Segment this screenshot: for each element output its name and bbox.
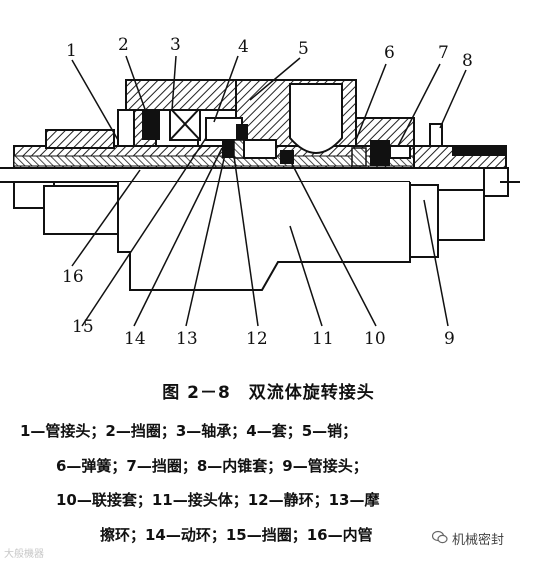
leader-6	[355, 63, 387, 141]
legend-line-2: 6—弹簧；7—挡圈；8—内锥套；9—管接头；	[56, 457, 368, 475]
part-number-8: 8	[462, 51, 473, 71]
leader-9	[423, 199, 449, 327]
part-number-4: 4	[238, 37, 249, 57]
watermark-right: 机械密封	[452, 533, 505, 548]
leader-5	[249, 57, 301, 101]
leader-10	[289, 159, 377, 327]
pipe-joint-right-flange	[437, 189, 485, 241]
leader-7	[397, 63, 441, 147]
sleeve-4-dark	[236, 124, 248, 140]
part-number-3: 3	[170, 35, 181, 55]
wechat-icon	[432, 530, 448, 544]
rotary-joint-drawing: 1 2 3 4 5 6 7 8 9 10 11 12 13 14 15 16	[0, 35, 520, 349]
part-number-14: 14	[124, 329, 146, 349]
bearing-3-cross-b	[169, 107, 201, 141]
watermark-left: 大般機器	[4, 549, 44, 560]
part-number-6: 6	[384, 43, 395, 63]
pipe-joint-collar	[45, 129, 115, 149]
part-number-13: 13	[176, 329, 198, 349]
part-number-9: 9	[444, 329, 455, 349]
part-number-7: 7	[438, 43, 449, 63]
leader-1	[71, 59, 119, 141]
leader-8	[439, 69, 467, 129]
joint-body	[117, 182, 411, 291]
part-number-15: 15	[72, 317, 94, 337]
leader-2	[125, 55, 147, 113]
part-number-5: 5	[298, 39, 309, 59]
part-number-11: 11	[312, 329, 334, 349]
leader-12	[233, 155, 259, 327]
figure-title: 图 2－8 双流体旋转接头	[162, 383, 375, 403]
seal-ring-13	[233, 139, 245, 159]
pipe-joint-right	[409, 184, 439, 258]
leader-13	[185, 149, 227, 327]
legend-line-1: 1—管接头；2—挡圈；3—轴承；4—套；5—销；	[20, 422, 358, 440]
part-number-16: 16	[62, 267, 84, 287]
part-number-1: 1	[66, 41, 77, 61]
leader-3	[171, 55, 177, 111]
retaining-ring-7	[389, 145, 411, 159]
bearing-3-black	[142, 108, 160, 140]
leader-15	[81, 137, 207, 327]
leader-4	[213, 55, 239, 123]
leader-16	[71, 169, 141, 267]
part-number-10: 10	[364, 329, 386, 349]
legend-line-3: 10—联接套；11—接头体；12—静环；13—摩	[56, 491, 380, 509]
pin-5-cavity	[289, 83, 343, 154]
leader-11	[289, 225, 323, 327]
part-number-12: 12	[246, 329, 268, 349]
spring-6-inner	[351, 147, 367, 167]
leader-14	[133, 147, 223, 327]
seal-ring-12	[243, 139, 277, 159]
pipe-joint-left-flange	[43, 185, 119, 235]
o-ring-dark-a	[280, 150, 294, 164]
legend-line-4: 擦环；14—动环；15—挡圈；16—内管	[100, 526, 373, 544]
spring-6	[370, 140, 390, 166]
part-number-2: 2	[118, 35, 129, 55]
seal-ring-14	[222, 140, 234, 158]
cone-sleeve-8-dark	[452, 146, 506, 156]
